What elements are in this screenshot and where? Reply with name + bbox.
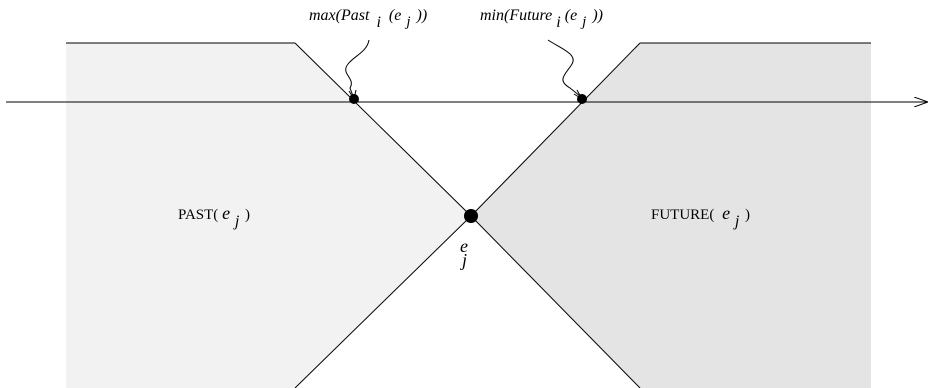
future-region-label-close: ) [745, 207, 750, 223]
future-min-label-sub-j: j [580, 14, 586, 30]
past-region-label-sub: j [233, 213, 240, 230]
event-label-var: e [460, 236, 468, 256]
past-max-pointer [345, 39, 370, 97]
past-max-label-head: max(Past [309, 7, 370, 24]
future-cone-edge-upper [470, 42, 641, 217]
past-max-label-sub-i: i [376, 14, 380, 31]
past-region [66, 43, 471, 388]
future-min-label: min(Future i (e j )) [480, 7, 603, 31]
future-min-label-head: min(Future [480, 7, 552, 24]
future-region [471, 43, 871, 388]
future-min-pointer [547, 39, 581, 97]
past-region-label: PAST( e j ) [178, 203, 250, 230]
future-region-label-var: e [722, 203, 730, 223]
past-cone-edge-upper [294, 42, 472, 217]
event-label: e j [460, 236, 473, 270]
past-max-label-close: )) [416, 7, 428, 24]
future-region-label: FUTURE( e j ) [651, 203, 750, 230]
event-point [464, 209, 478, 223]
past-max-label-sub-j: j [404, 14, 410, 30]
past-region-label-text: PAST( [178, 207, 218, 223]
past-max-label: max(Past i (e j )) [309, 7, 427, 31]
past-cone-edge-lower [294, 215, 472, 388]
future-min-label-open: (e [565, 7, 577, 24]
past-max-pointer-tip [348, 89, 357, 101]
future-min-label-close: )) [591, 7, 603, 24]
future-min-label-sub-i: i [556, 14, 560, 31]
future-min-pointer-tip [573, 89, 583, 100]
past-region-label-close: ) [245, 207, 250, 223]
future-region-label-text: FUTURE( [651, 207, 714, 223]
event-label-sub: j [460, 250, 467, 270]
past-region-label-var: e [222, 203, 230, 223]
past-max-label-open: (e [389, 7, 401, 24]
future-region-label-sub: j [733, 213, 740, 230]
future-cone-edge-lower [470, 215, 641, 388]
